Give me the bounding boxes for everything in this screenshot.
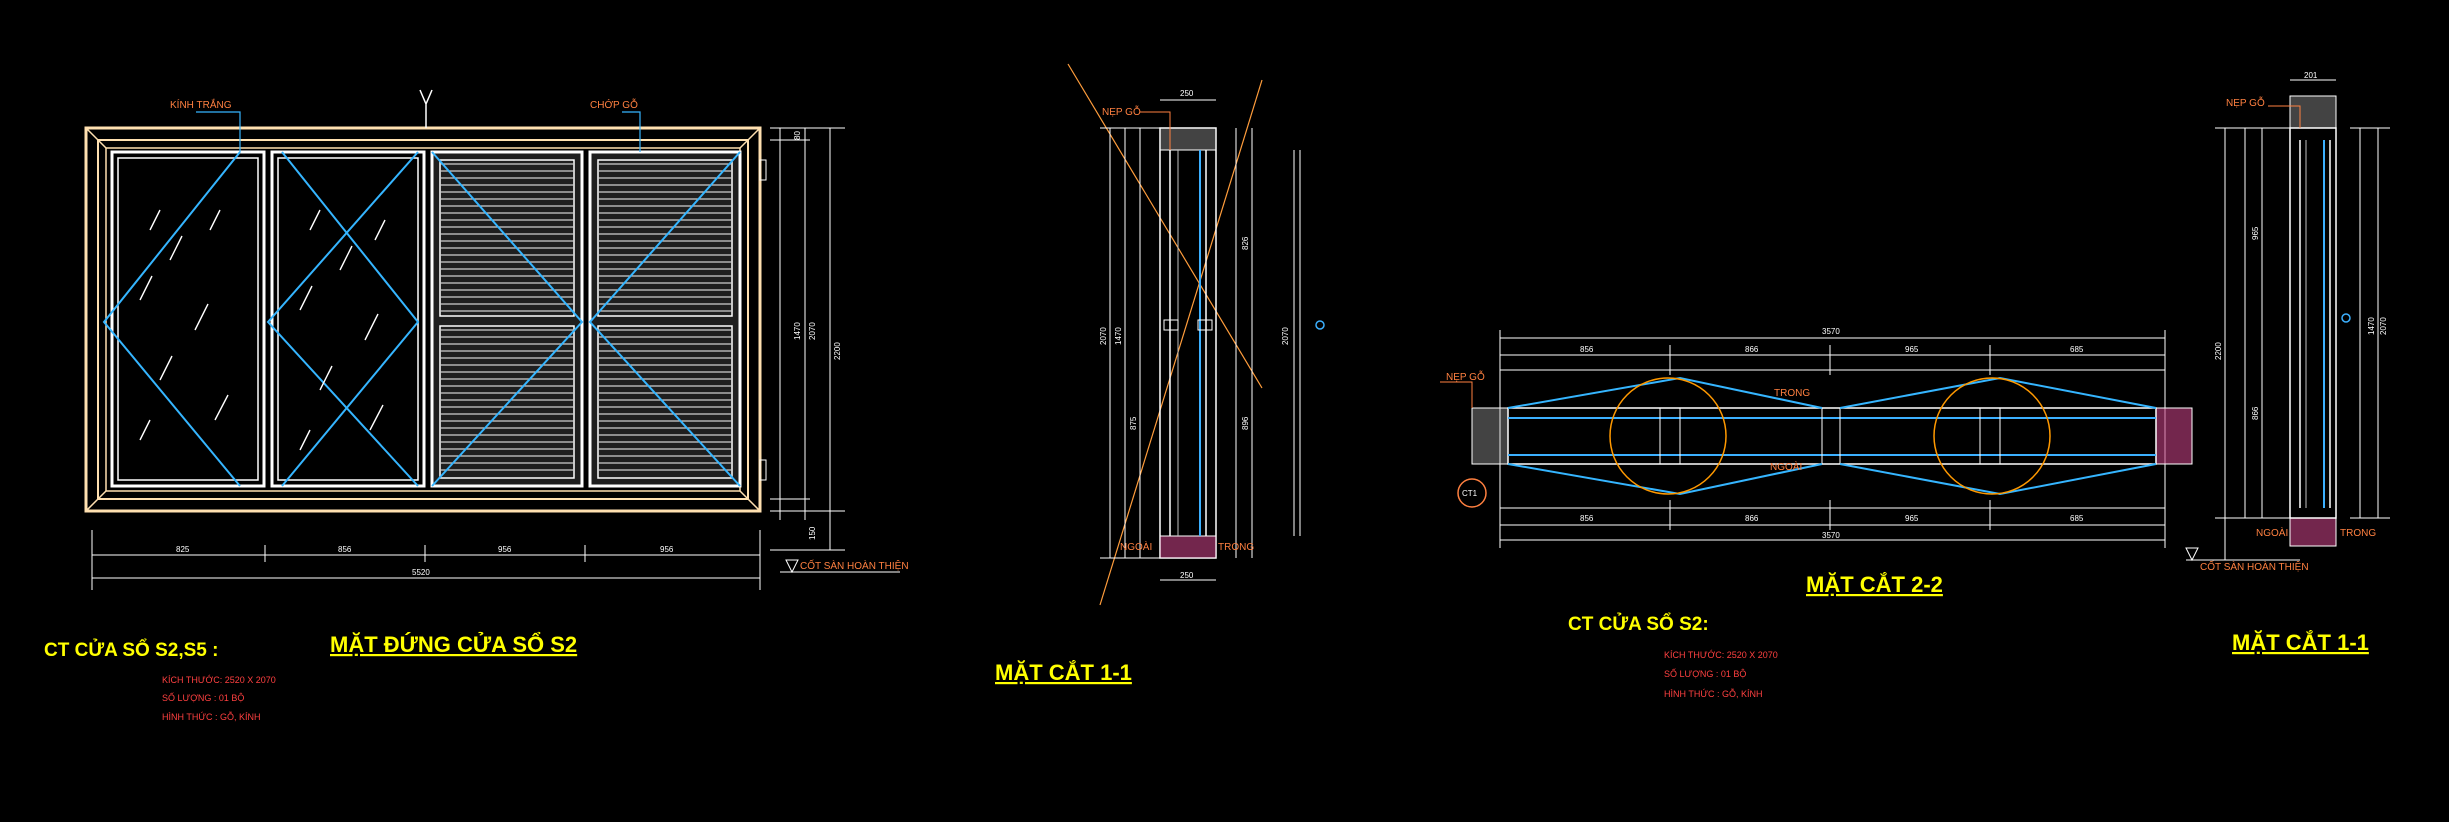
section-c: 201 2200 1470 2070 965 866 NẸP GỖ NGOÀI …: [2185, 71, 2390, 655]
section-b-dim-total-top: 3570: [1822, 327, 1840, 336]
spec-left: CT CỬA SỔ S2,S5 : KÍCH THƯỚC: 2520 X 207…: [44, 639, 276, 722]
section-b-wall-right: [2155, 407, 2193, 465]
section-b-title: MẶT CẮT 2-2: [1806, 572, 1943, 597]
spec-right-line-3: HÌNH THỨC : GỖ, KÍNH: [1664, 688, 1763, 699]
swing-circle-left: [1609, 377, 1727, 495]
section-c-dim-h1: 2200: [2214, 342, 2223, 360]
section-a-label-out: NGOÀI: [1120, 540, 1152, 553]
section-c-wall-top: [2289, 95, 2337, 129]
section-b-dim-top-1: 856: [1580, 345, 1594, 354]
section-c-dim-h4: 965: [2251, 226, 2260, 240]
section-a-title: MẶT CẮT 1-1: [995, 660, 1132, 685]
sash-louver-2: [588, 150, 742, 488]
elevation-title: MẶT ĐỨNG CỬA SỔ S2: [330, 632, 577, 657]
section-c-dim-top: 201: [2304, 71, 2318, 80]
spec-left-title: CT CỬA SỔ S2,S5 :: [44, 639, 218, 661]
spec-right: CT CỬA SỔ S2: KÍCH THƯỚC: 2520 X 2070 SỐ…: [1568, 613, 1778, 699]
section-b-dim-total-bottom: 3570: [1822, 531, 1840, 540]
dim-height-1: 1470: [793, 322, 802, 340]
glass-hatch: [139, 209, 386, 451]
section-a-label-in: TRONG: [1218, 542, 1254, 553]
section-c-finish-level: CỐT SÀN HOÀN THIỆN: [2200, 559, 2309, 573]
section-c-label-in: TRONG: [2340, 528, 2376, 539]
swing-circle-right: [1933, 377, 2051, 495]
section-a-dim-h4: 875: [1129, 416, 1138, 430]
dim-small-1: 80: [793, 131, 802, 140]
spec-left-line-3: HÌNH THỨC : GỖ, KÍNH: [162, 711, 261, 722]
spec-right-line-1: KÍCH THƯỚC: 2520 X 2070: [1664, 650, 1778, 660]
section-b-dim-bottom-4: 685: [2070, 514, 2084, 523]
label-glass: KÍNH TRẮNG: [170, 98, 232, 111]
section-a: 250 250 2070 1470 2070 875 826 896 NẸP G…: [995, 63, 1325, 685]
sash-glass-2: [266, 150, 426, 488]
section-a-dim-h6: 896: [1241, 416, 1250, 430]
section-a-dim-h2: 1470: [1114, 327, 1123, 345]
section-b-callout: CT1: [1462, 489, 1478, 498]
section-a-dim-top: 250: [1180, 89, 1194, 98]
elevation-view: KÍNH TRẮNG CHỚP GỖ 825 856 956 956 5520: [84, 89, 909, 657]
inner-frame: [97, 139, 749, 500]
elevation-dims-bottom: [91, 530, 761, 590]
section-b-dim-bottom-1: 856: [1580, 514, 1594, 523]
outer-frame: [84, 126, 762, 513]
elevation-dims-right: [770, 127, 845, 551]
section-c-handle-icon: [2341, 313, 2351, 323]
spec-left-line-2: SỐ LƯỢNG : 01 BỘ: [162, 692, 244, 703]
spec-right-line-2: SỐ LƯỢNG : 01 BỘ: [1664, 668, 1746, 679]
spec-right-title: CT CỬA SỔ S2:: [1568, 613, 1709, 635]
dim-total-width: 5520: [412, 568, 430, 577]
section-a-wall-top: [1159, 127, 1217, 151]
section-c-dim-h5: 866: [2251, 406, 2260, 420]
section-c-level-marker-icon: [2185, 547, 2199, 562]
section-a-dim-h1: 2070: [1099, 327, 1108, 345]
dim-panel-4: 956: [660, 545, 674, 554]
section-c-label-out: NGOÀI: [2256, 526, 2288, 539]
callout-circle: [1457, 478, 1487, 508]
section-b-wall-left: [1471, 407, 1509, 465]
sash-louver-1: [430, 150, 584, 488]
spec-left-line-1: KÍCH THƯỚC: 2520 X 2070: [162, 675, 276, 685]
section-c-dim-h3: 2070: [2379, 317, 2388, 335]
dim-panel-2: 856: [338, 545, 352, 554]
section-b-dim-bottom-2: 866: [1745, 514, 1759, 523]
section-b-dim-top-2: 866: [1745, 345, 1759, 354]
section-b: 3570 3570 856 866 965 685 856 866 965 68…: [1440, 327, 2193, 597]
section-a-wall-bottom: [1159, 535, 1217, 559]
section-a-dim-h5: 826: [1241, 236, 1250, 250]
section-a-dim-bottom: 250: [1180, 571, 1194, 580]
dim-panel-3: 956: [498, 545, 512, 554]
label-louver: CHỚP GỖ: [590, 98, 638, 111]
section-b-label-in: TRONG: [1774, 388, 1810, 399]
dim-small-2: 150: [808, 526, 817, 540]
handle-marker-icon: [1315, 320, 1325, 330]
dim-height-3: 2200: [833, 342, 842, 360]
sash-glass-1: [102, 150, 266, 488]
level-marker-icon: [785, 559, 799, 574]
section-b-dim-bottom-3: 965: [1905, 514, 1919, 523]
section-a-label-trim: NẸP GỖ: [1102, 105, 1141, 118]
section-c-dim-h2: 1470: [2367, 317, 2376, 335]
dim-panel-1: 825: [176, 545, 190, 554]
dim-height-2: 2070: [808, 322, 817, 340]
section-b-dim-top-4: 685: [2070, 345, 2084, 354]
section-c-title: MẶT CẮT 1-1: [2232, 630, 2369, 655]
section-b-label-trim: NẸP GỖ: [1446, 370, 1485, 383]
north-marker-icon: [419, 89, 433, 128]
section-c-wall-bottom: [2289, 517, 2337, 547]
finish-level-left: CỐT SÀN HOÀN THIỆN: [800, 558, 909, 572]
section-a-dim-h3: 2070: [1281, 327, 1290, 345]
section-b-label-out: NGOÀI: [1770, 460, 1802, 473]
section-b-dim-top-3: 965: [1905, 345, 1919, 354]
section-c-label-trim: NẸP GỖ: [2226, 96, 2265, 109]
